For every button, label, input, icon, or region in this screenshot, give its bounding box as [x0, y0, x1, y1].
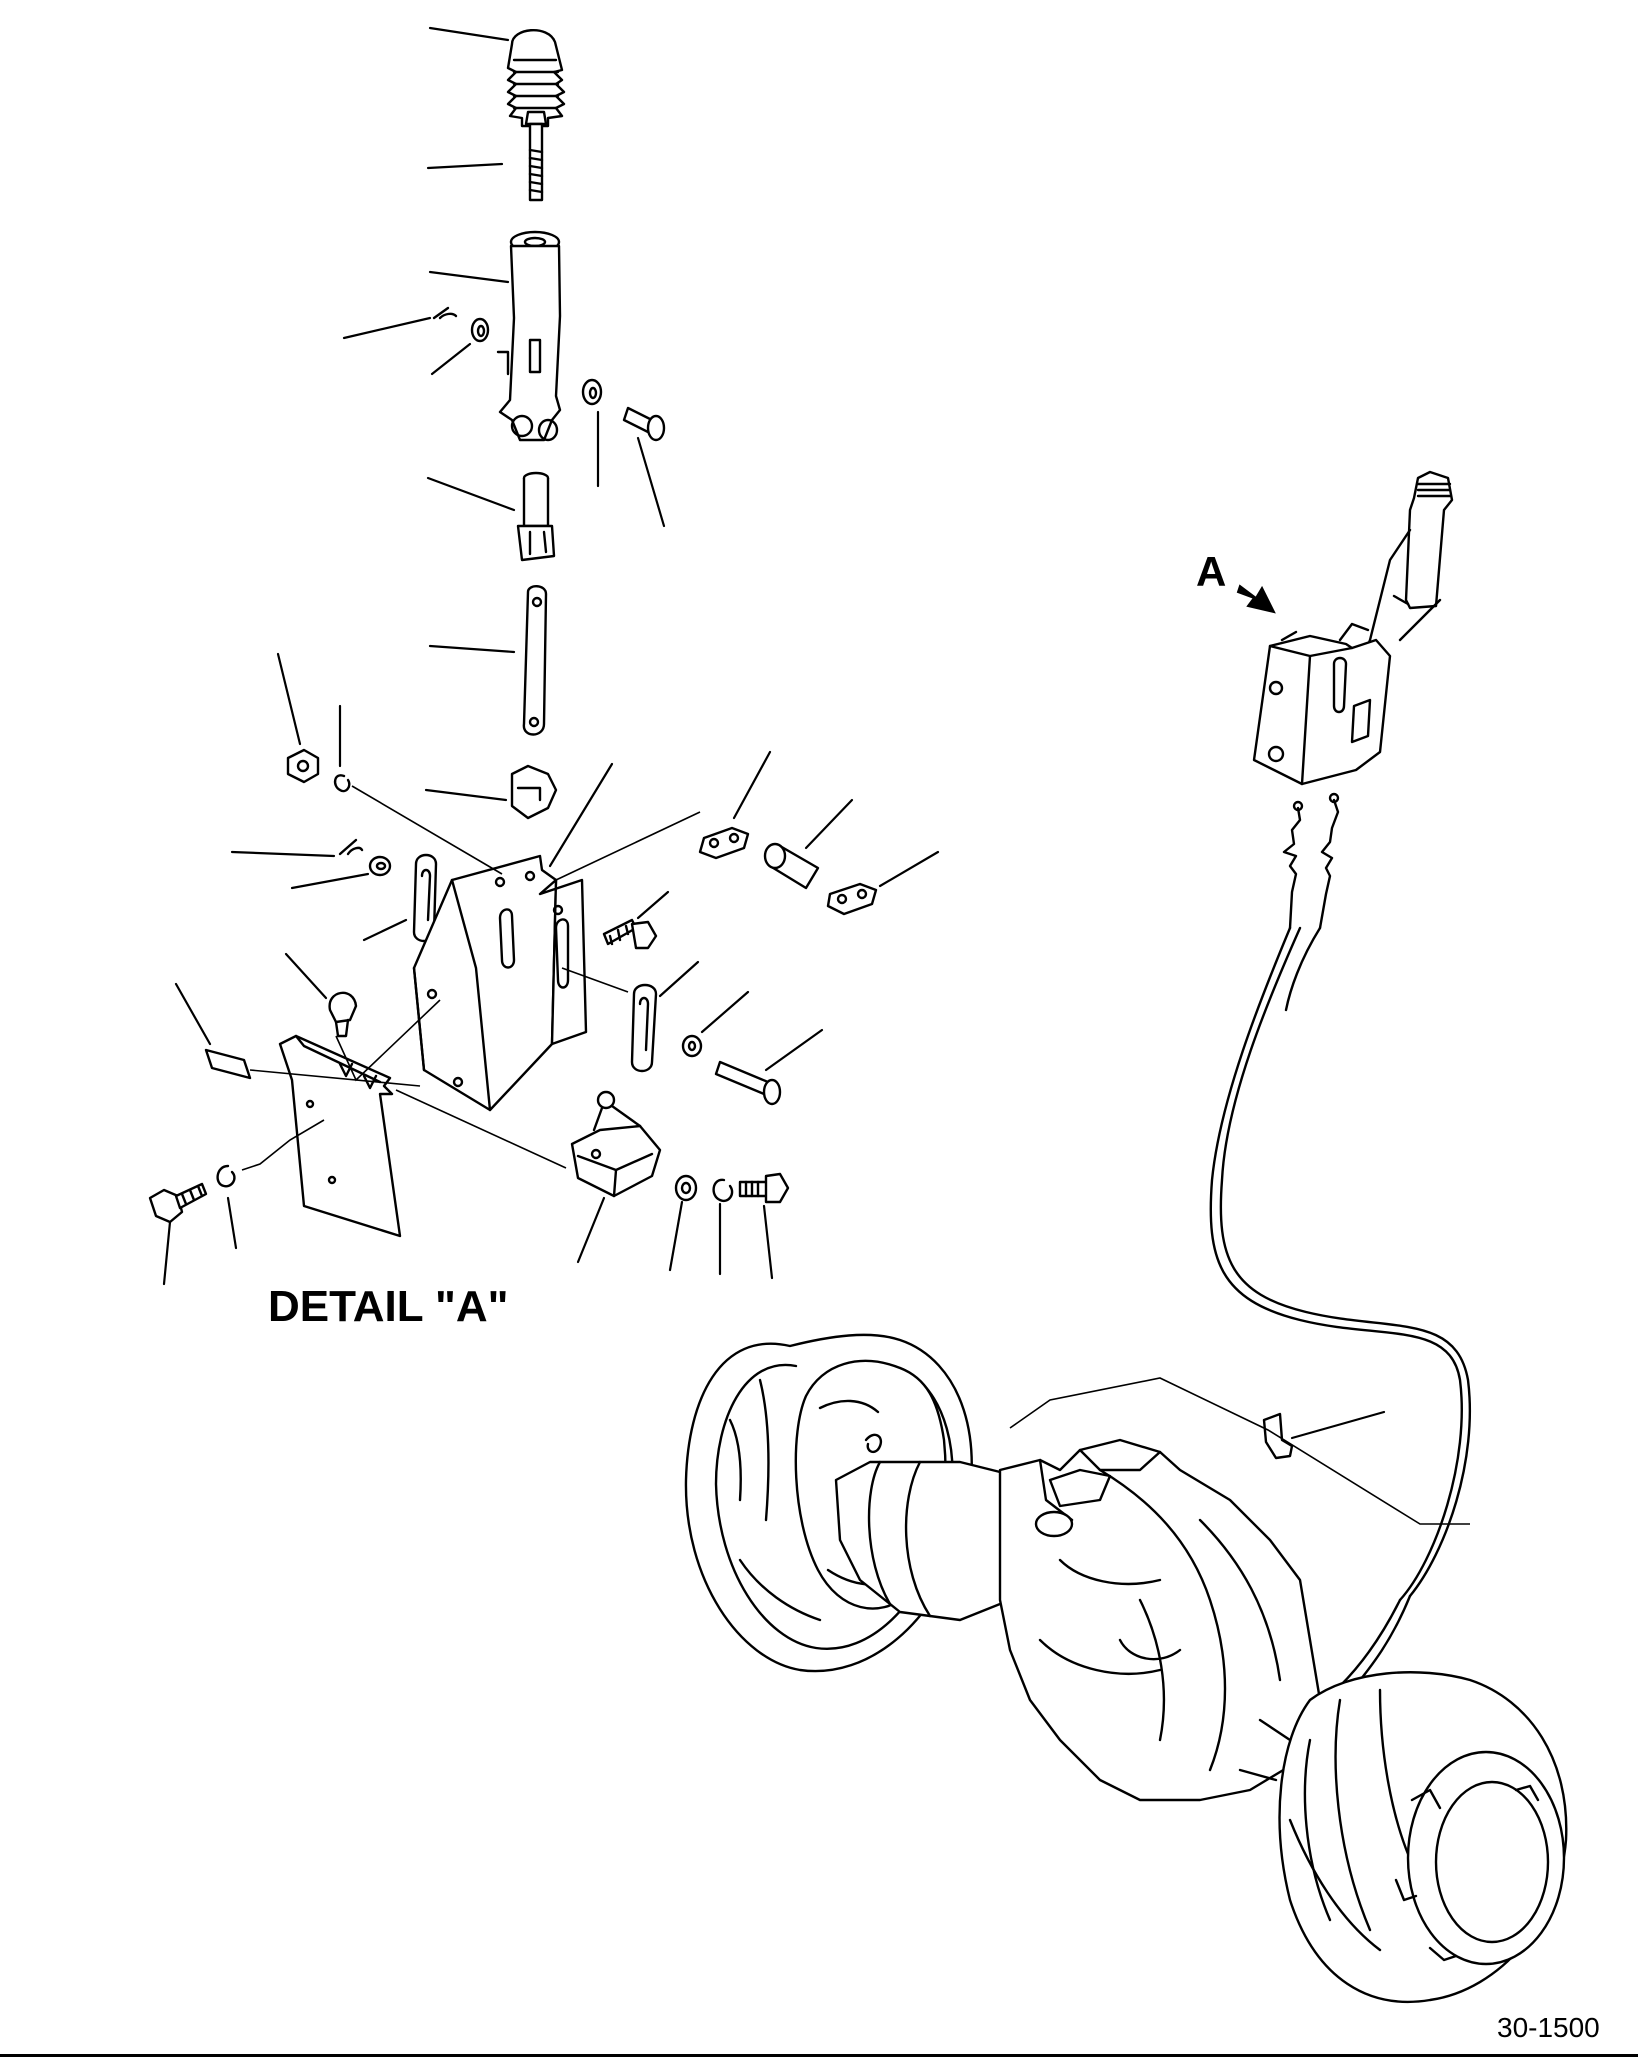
link-plate: [698, 750, 772, 860]
hex-bolt: [738, 1172, 790, 1280]
shifter-housing: [1252, 622, 1392, 786]
bottom-rule: [0, 2054, 1638, 2057]
switch-block: [174, 982, 252, 1080]
hex-bolt: [148, 1182, 208, 1286]
clevis-pin: [622, 406, 666, 528]
shift-knob: [428, 26, 566, 128]
lock-washer: [712, 1178, 734, 1276]
washer: [430, 317, 490, 376]
switch-plate: [278, 1034, 402, 1238]
spring-clip: [362, 853, 438, 943]
cotter-pin: [230, 838, 364, 858]
callout-arrow: [1236, 584, 1276, 614]
washer: [668, 1174, 698, 1272]
callout-label: A: [1196, 548, 1227, 595]
cable-route: [1009, 1377, 1470, 1525]
washer: [581, 378, 603, 488]
spacer-tube: [763, 798, 854, 890]
bolt: [426, 110, 548, 202]
shift-lever: [428, 230, 562, 442]
drive-axle: [684, 1333, 1568, 2004]
hex-bolt: [602, 890, 670, 950]
shifter-bracket: [412, 762, 614, 1112]
clevis-pin: [714, 1028, 824, 1106]
shift-column: [1360, 470, 1454, 662]
washer: [681, 990, 750, 1058]
washer: [290, 855, 392, 890]
cable-clamp: [1262, 1410, 1386, 1460]
lock-washer: [216, 1164, 238, 1250]
figure-number: 30-1500: [1497, 2012, 1600, 2043]
link-plate: [428, 585, 548, 736]
link-plate: [826, 850, 940, 916]
detail-title: DETAIL "A": [268, 1282, 509, 1331]
spring-clip: [630, 960, 700, 1073]
shift-shaft: [426, 471, 556, 562]
rubber-cap: [284, 952, 358, 1038]
cotter-pin: [342, 306, 458, 340]
nut: [276, 652, 320, 784]
micro-switch: [570, 1090, 662, 1264]
lock-washer: [333, 704, 351, 793]
cable-clip: [424, 764, 558, 820]
shift-cable: [1198, 792, 1472, 1762]
